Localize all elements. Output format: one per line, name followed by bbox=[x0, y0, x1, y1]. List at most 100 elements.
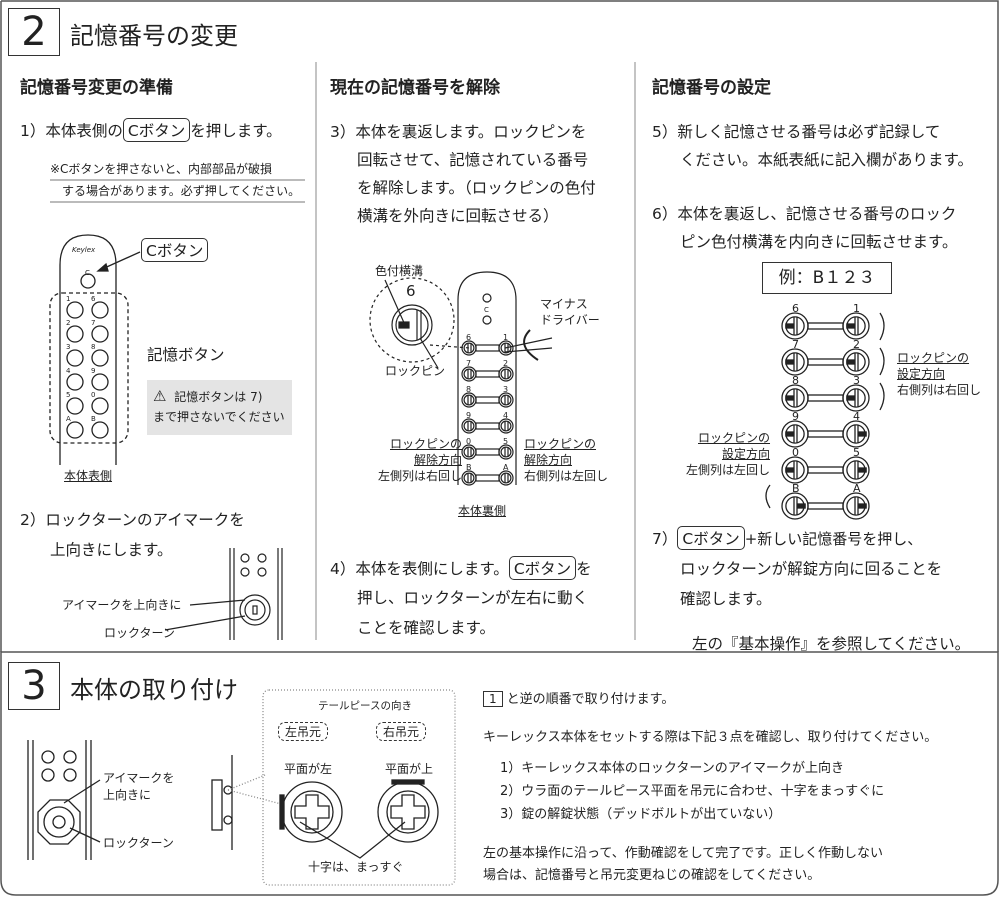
left-dir-line2: 解除方向 bbox=[414, 453, 463, 467]
pin-link bbox=[475, 344, 500, 352]
left-set-line3: 左側列は左回し bbox=[686, 463, 771, 477]
step3-line2: 回転させて、記憶されている番号 bbox=[357, 151, 589, 169]
lock-pin bbox=[781, 384, 809, 412]
front-caption: 本体表側 bbox=[64, 469, 113, 483]
note-line1: ※Cボタンを押さないと、内部部品が破損 bbox=[50, 160, 305, 181]
lock-pin bbox=[498, 340, 514, 356]
pin-number: 5 bbox=[853, 446, 860, 459]
back-caption: 本体裏側 bbox=[458, 504, 507, 518]
key-label: 9 bbox=[91, 367, 95, 375]
lock-pin-inner bbox=[463, 394, 475, 406]
pin-link bbox=[807, 502, 844, 510]
pin-color-groove bbox=[858, 431, 867, 437]
pin-link bbox=[807, 322, 844, 330]
memory-key bbox=[66, 373, 84, 391]
example-code: 例：B１２３ bbox=[762, 262, 892, 294]
lockpin-label: ロックピン bbox=[385, 364, 446, 378]
warning-box: ⚠ 記憶ボタンは 7) まで押さないでください bbox=[147, 380, 292, 435]
lock-pin bbox=[781, 492, 809, 520]
driver-line1: マイナス bbox=[540, 297, 588, 311]
section3-frame bbox=[0, 651, 999, 896]
pin-number: 1 bbox=[503, 333, 508, 342]
c-button-ref: Cボタン bbox=[677, 526, 745, 550]
lock-pin bbox=[781, 420, 809, 448]
col2-heading: 現在の記憶番号を解除 bbox=[330, 78, 500, 98]
memory-key bbox=[91, 373, 109, 391]
svg-text:C: C bbox=[484, 306, 489, 314]
section2-title: 記憶番号の変更 bbox=[70, 22, 238, 50]
section2-frame bbox=[0, 0, 999, 652]
pin-color-groove bbox=[785, 431, 794, 437]
lock-turn-illustration bbox=[164, 548, 283, 640]
section2-number: 2 bbox=[8, 8, 60, 56]
zoom-pin-number: 6 bbox=[406, 282, 416, 300]
lock-turn-label: ロックターン bbox=[104, 626, 175, 640]
key-label: 5 bbox=[66, 391, 70, 399]
pin-color-groove bbox=[858, 467, 867, 473]
pin-color-groove bbox=[785, 467, 794, 473]
section3-number: 3 bbox=[8, 662, 60, 710]
driver-label: マイナス ドライバー bbox=[540, 296, 600, 328]
driver-line2: ドライバー bbox=[540, 313, 600, 327]
mount-device-illustration bbox=[27, 689, 456, 886]
pin-link bbox=[475, 448, 500, 456]
c-button-ref: Cボタン bbox=[122, 118, 191, 142]
step2-line2: 上向きにします。 bbox=[50, 541, 173, 559]
pin-link bbox=[475, 474, 500, 482]
right-set-direction: ロックピンの 設定方向 右側列は右回し bbox=[897, 350, 981, 398]
left-dir-line1: ロックピンの bbox=[390, 437, 463, 451]
pin-link bbox=[807, 358, 844, 366]
lock-pin bbox=[461, 470, 477, 486]
pin-number: 2 bbox=[503, 359, 508, 368]
lock-pin bbox=[842, 456, 870, 484]
pin-color-groove bbox=[846, 323, 855, 329]
lock-pin bbox=[842, 420, 870, 448]
pin-number: 0 bbox=[466, 437, 471, 446]
check-item: 1）キーレックス本体のロックターンのアイマークが上向き bbox=[500, 761, 845, 776]
step7-line4: 左の『基本操作』を参照してください。 bbox=[692, 635, 971, 653]
s3-eye-mark-label: アイマークを 上向きに bbox=[103, 770, 174, 804]
right-dir-line2: 解除方向 bbox=[524, 453, 573, 467]
memory-buttons-label: 記憶ボタン bbox=[147, 346, 225, 364]
pin-color-groove bbox=[797, 503, 806, 509]
pin-color-groove bbox=[785, 395, 794, 401]
lock-pin-inner bbox=[463, 420, 475, 432]
lock-pin-inner bbox=[463, 446, 475, 458]
check-item: 3）錠の解錠状態（デッドボルトが出ていない） bbox=[500, 807, 782, 822]
lock-pin-inner bbox=[500, 368, 512, 380]
eye-mark-label: アイマークを上向きに bbox=[62, 598, 182, 612]
lock-pin bbox=[781, 312, 809, 340]
right-set-line3: 右側列は右回し bbox=[897, 383, 982, 397]
step3-line4: 横溝を外向きに回転させる） bbox=[357, 207, 559, 225]
lock-pin bbox=[498, 392, 514, 408]
step4-prefix: 4）本体を表側にします。 bbox=[330, 560, 509, 578]
pin-number: 8 bbox=[792, 374, 799, 387]
key-label: C bbox=[85, 269, 90, 277]
pin-link bbox=[475, 422, 500, 430]
right-dir-line1: ロックピンの bbox=[524, 437, 597, 451]
step3-line3: を解除します。（ロックピンの色付 bbox=[357, 179, 596, 197]
pin-number: 2 bbox=[853, 338, 860, 351]
check-intro: キーレックス本体をセットする際は下記３点を確認し、取り付けてください。 bbox=[483, 730, 938, 745]
key-label: 8 bbox=[91, 343, 95, 351]
lock-pin bbox=[842, 492, 870, 520]
c-button-callout: Cボタン bbox=[141, 238, 209, 262]
pin-link bbox=[807, 430, 844, 438]
lock-pin bbox=[461, 366, 477, 382]
pin-number: 3 bbox=[853, 374, 860, 387]
pin-number: A bbox=[503, 463, 509, 472]
step1-suffix: を押します。 bbox=[190, 122, 282, 140]
lock-pin-inner bbox=[500, 472, 512, 484]
left-hinge-label: 左吊元 bbox=[278, 722, 329, 741]
pin-number: B bbox=[792, 482, 800, 495]
lock-pin-inner bbox=[500, 394, 512, 406]
lock-pin bbox=[842, 384, 870, 412]
col1-heading: 記憶番号変更の準備 bbox=[20, 78, 173, 98]
pin-link bbox=[475, 370, 500, 378]
note-line2: する場合があります。必ず押してください。 bbox=[50, 182, 305, 203]
eye-mark-line1: アイマークを bbox=[103, 771, 175, 785]
final-line2: 場合は、記憶番号と吊元変更ねじの確認をしてください。 bbox=[483, 868, 821, 883]
